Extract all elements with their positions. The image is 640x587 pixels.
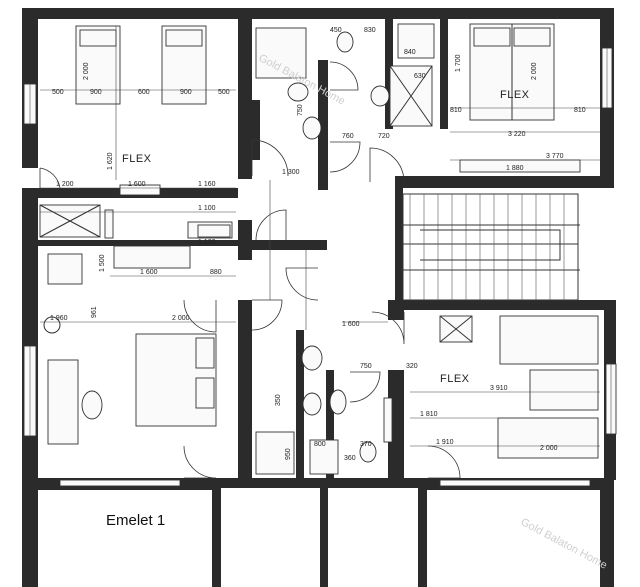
dim-label: 1 810: [420, 411, 438, 418]
dimension-lines: [40, 26, 600, 447]
dim-label: 810: [574, 107, 586, 114]
dim-label: 800: [314, 441, 326, 448]
dim-label: 810: [450, 107, 462, 114]
watermark: Gold Balaton Home: [519, 516, 609, 572]
doors: [39, 61, 461, 479]
floor-title: Emelet 1: [106, 512, 165, 529]
dim-label: 720: [378, 133, 390, 140]
dim-label: 880: [210, 269, 222, 276]
dim-label: 450: [330, 27, 342, 34]
dim-label: 3 910: [490, 385, 508, 392]
dim-label: 1 880: [506, 165, 524, 172]
dim-label: 840: [404, 49, 416, 56]
room-label-flex-top-right: FLEX: [500, 89, 530, 101]
dim-label: 1 300: [282, 169, 300, 176]
dim-label: 2 000: [531, 62, 538, 80]
dim-label: 1 960: [50, 315, 68, 322]
dim-label: 1 620: [107, 152, 114, 170]
room-label-flex-bottom-right: FLEX: [440, 373, 470, 385]
dim-label: 370: [360, 441, 372, 448]
dim-label: 2 000: [540, 445, 558, 452]
beds-top-left: [75, 25, 207, 196]
dim-label: 500: [218, 89, 230, 96]
dim-label: 750: [297, 104, 304, 116]
windows: [23, 47, 617, 487]
dimension-labels: 500 900 600 900 500 2 000 1 620 1 200 1 …: [50, 27, 586, 462]
dim-label: 500: [52, 89, 64, 96]
dim-label: 1 160: [198, 181, 216, 188]
dim-label: 900: [90, 89, 102, 96]
dim-label: 1 600: [342, 321, 360, 328]
dim-label: 1 500: [99, 254, 106, 272]
dim-label: 3 770: [546, 153, 564, 160]
dim-label: 3 220: [508, 131, 526, 138]
dim-label: 760: [342, 133, 354, 140]
bathroom-fixtures: [104, 23, 435, 475]
dim-label: 1 910: [436, 439, 454, 446]
dim-label: 950: [285, 448, 292, 460]
dim-label: 961: [91, 306, 98, 318]
staircase: [400, 193, 580, 301]
dim-label: 350: [275, 394, 282, 406]
bed-top-right: [459, 23, 581, 173]
dim-label: 2 000: [83, 62, 90, 80]
dim-label: 1 700: [455, 54, 462, 72]
furniture-bottom-right: [383, 315, 599, 459]
dim-label: 2 000: [172, 315, 190, 322]
dim-label: 320: [406, 363, 418, 370]
dim-label: 830: [364, 27, 376, 34]
dim-label: 900: [180, 89, 192, 96]
dim-label: 630: [414, 73, 426, 80]
dim-label: 600: [138, 89, 150, 96]
dim-label: 1 600: [128, 181, 146, 188]
dim-label: 1 100: [198, 239, 216, 246]
room-label-flex-top-left: FLEX: [122, 153, 152, 165]
dim-label: 1 100: [198, 205, 216, 212]
dim-label: 1 600: [140, 269, 158, 276]
dim-label: 1 200: [56, 181, 74, 188]
dim-label: 750: [360, 363, 372, 370]
dim-label: 360: [344, 455, 356, 462]
